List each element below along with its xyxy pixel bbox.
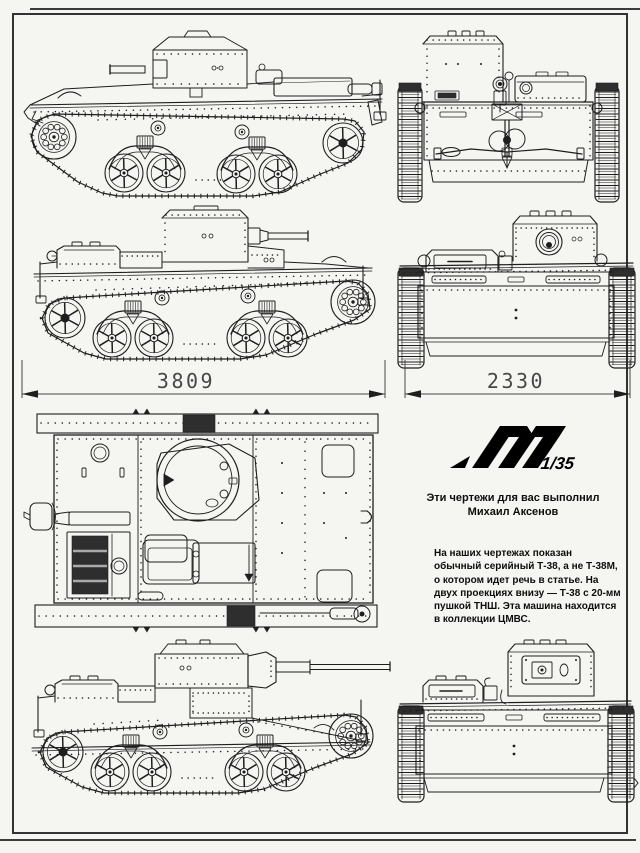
credit-line-2: Михаил Аксенов <box>467 506 559 519</box>
t38-tnsh-front-view <box>397 639 639 803</box>
dimension-length: 3809 <box>21 360 386 398</box>
t38-rear-view <box>397 30 620 203</box>
credit-line-1: Эти чертежи для вас выполнил <box>426 492 600 504</box>
logo-m-icon <box>450 426 566 468</box>
t38-plan-view <box>23 408 379 633</box>
scan-edge-top <box>30 8 640 10</box>
note-text: На наших чертежах показан обычный серийн… <box>434 548 621 626</box>
t38-side-view-middle <box>33 205 376 362</box>
logo-scale-text: 1/35 <box>539 454 576 473</box>
dimension-width-value: 2330 <box>487 369 545 393</box>
credit-text: Эти чертежи для вас выполнил Михаил Аксе… <box>408 491 618 520</box>
dimension-width: 2330 <box>404 360 631 398</box>
scan-edge-bottom <box>0 839 636 841</box>
t38-front-view <box>397 210 636 369</box>
scale-logo: 1/35 <box>448 420 580 474</box>
drawing-frame <box>12 13 628 834</box>
t38-tnsh-side-view <box>31 639 391 796</box>
dimension-length-value: 3809 <box>157 369 215 393</box>
t38-side-view-top <box>23 30 387 199</box>
